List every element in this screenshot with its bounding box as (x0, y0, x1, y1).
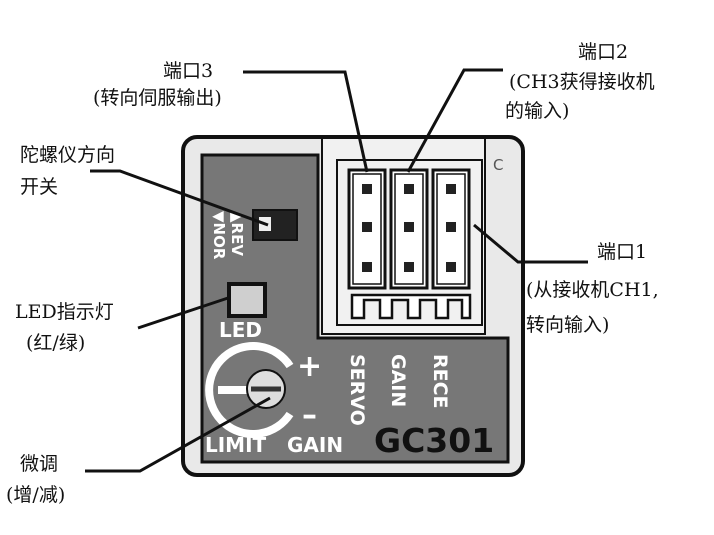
led-indicator (227, 282, 267, 318)
callout-port2-desc-1: (CH3获得接收机 (509, 71, 655, 93)
port-connector-rece[interactable] (431, 168, 471, 290)
callout-port2-title: 端口2 (578, 41, 628, 63)
callout-led-1: LED指示灯 (15, 301, 114, 323)
port-connector-gain[interactable] (389, 168, 429, 290)
callout-port1-desc-2: 转向输入) (526, 314, 609, 336)
connector-latches (350, 293, 472, 320)
callout-gyro-switch-1: 陀螺仪方向 (20, 144, 115, 166)
port-connector-servo[interactable] (347, 168, 387, 290)
gyro-direction-switch[interactable] (252, 209, 298, 241)
pin (404, 184, 414, 194)
pin (362, 222, 372, 232)
callout-led-2: (红/绿) (26, 332, 85, 354)
gain-label: GAIN (287, 433, 343, 457)
led-label: LED (219, 318, 262, 342)
model-name: GC301 (374, 421, 494, 460)
leader-port1 (473, 223, 588, 264)
leader-led (137, 296, 229, 330)
callout-gyro-switch-2: 开关 (20, 176, 58, 198)
callout-port2-desc-2: 的输入) (505, 100, 569, 122)
callout-port1-title: 端口1 (597, 241, 647, 263)
leader-port3 (243, 70, 369, 173)
pin (362, 184, 372, 194)
callout-port3-desc: (转向伺服输出) (93, 87, 222, 109)
pin (446, 262, 456, 272)
pin (446, 184, 456, 194)
plus-sign: + (297, 349, 322, 384)
callout-port3-title: 端口3 (163, 60, 213, 82)
pin (362, 262, 372, 272)
port-label-gain: GAIN (387, 354, 409, 407)
pin (404, 222, 414, 232)
connector-frame (336, 159, 483, 326)
gyro-module: C ▲REV ▼NO (181, 135, 525, 477)
limit-label: LIMIT (205, 433, 267, 457)
port-label-servo: SERVO (346, 354, 368, 426)
switch-label-nor: ▼NOR (210, 211, 228, 260)
pin (446, 222, 456, 232)
callout-port1-desc-1: (从接收机CH1, (526, 279, 659, 301)
leader-trim (85, 396, 271, 473)
leader-port2 (406, 68, 503, 173)
pin (404, 262, 414, 272)
leader-lines (85, 68, 588, 473)
switch-label-rev: ▲REV (228, 211, 246, 256)
minus-sign: – (302, 398, 317, 433)
corner-mark: C (493, 156, 503, 174)
leader-gyro-switch (90, 169, 269, 227)
callouts: 端口3 (转向伺服输出) 端口2 (CH3获得接收机 的输入) 陀螺仪方向 开关… (6, 41, 659, 506)
gain-trim-pot[interactable] (205, 342, 294, 438)
callout-trim-2: (增/减) (6, 484, 65, 506)
port-label-rece: RECE (429, 354, 451, 409)
callout-trim-1: 微调 (20, 453, 58, 475)
